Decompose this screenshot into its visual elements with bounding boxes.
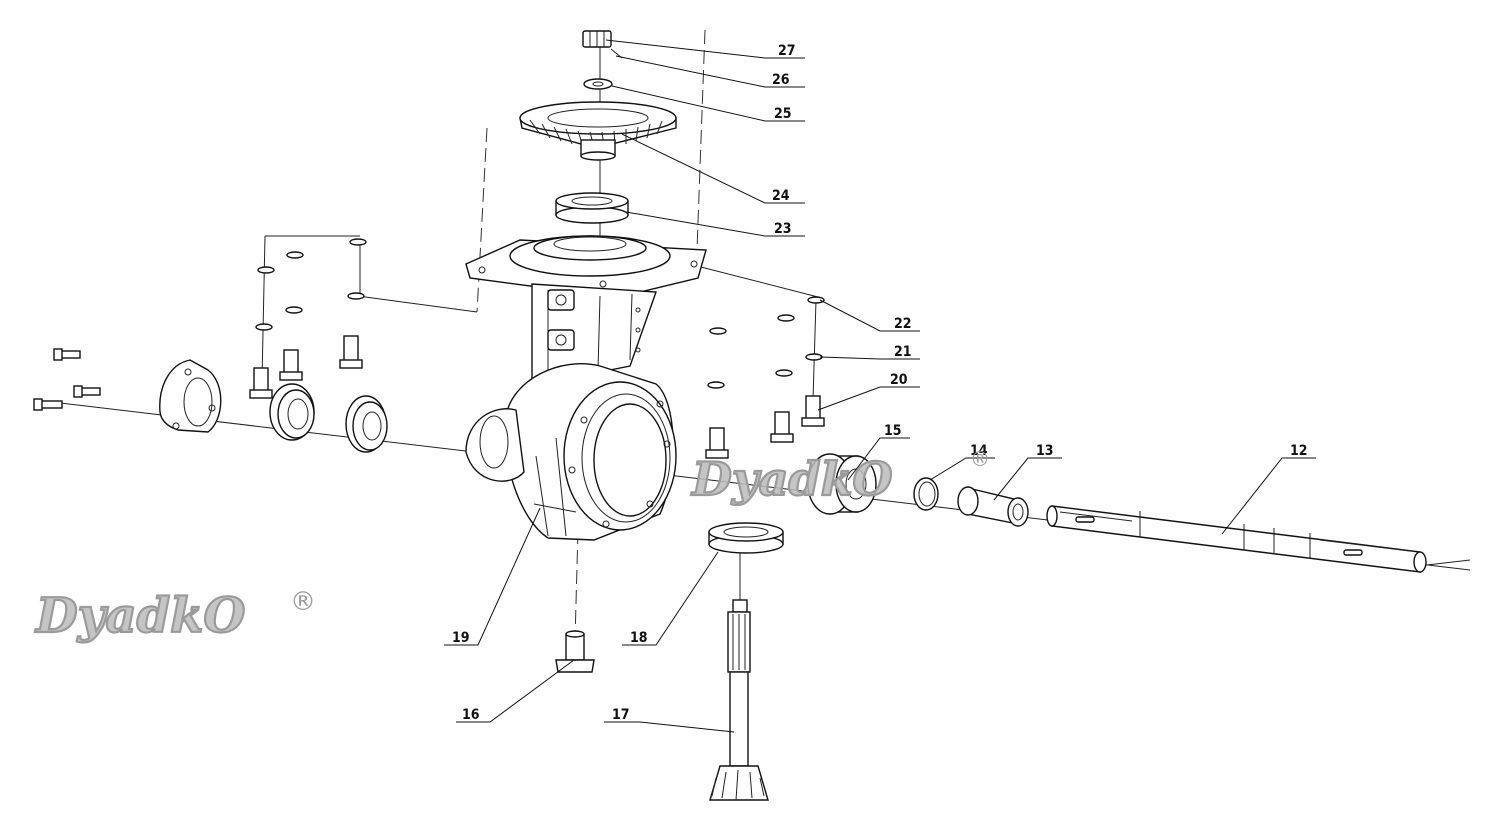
callout-labels: 27 26 25 24 23 22 21 20 15 14 13 12 19 1…	[452, 43, 1308, 723]
svg-text:DyadkO: DyadkO	[690, 452, 893, 506]
svg-text:DyadkO: DyadkO	[34, 588, 245, 644]
callout-24: 24	[772, 188, 790, 204]
output-shaft-12	[1046, 505, 1427, 573]
callout-16: 16	[462, 707, 480, 723]
spacer-sleeve-13	[957, 486, 1029, 527]
callout-15: 15	[884, 423, 902, 439]
castle-nut	[582, 30, 612, 48]
gearbox-housing	[465, 235, 707, 541]
svg-text:®: ®	[290, 587, 316, 617]
top-bearing	[555, 192, 629, 224]
bottom-bearing-18	[708, 522, 784, 554]
svg-text:DyadkO: DyadkO	[34, 588, 245, 644]
callout-25: 25	[774, 106, 792, 122]
callout-21: 21	[894, 344, 912, 360]
callout-27: 27	[778, 43, 796, 59]
svg-text:DyadkO: DyadkO	[690, 452, 893, 506]
callout-18: 18	[630, 630, 648, 646]
callout-22: 22	[894, 316, 912, 332]
washer-25	[583, 78, 613, 90]
callout-23: 23	[774, 221, 792, 237]
left-cover-plate	[159, 359, 222, 433]
brand-watermark-left: DyadkO DyadkO ®	[33, 587, 316, 645]
bevel-gear	[519, 101, 677, 161]
callout-26: 26	[772, 72, 790, 88]
callout-20: 20	[890, 372, 908, 388]
drain-plug-16	[555, 630, 595, 673]
svg-text:®: ®	[970, 447, 990, 471]
pinion-shaft-17	[709, 599, 769, 801]
callout-17: 17	[612, 707, 630, 723]
fastener-set	[33, 238, 825, 459]
leader-lines	[444, 39, 1316, 733]
left-seal-bearing	[269, 383, 315, 441]
bearing-15	[807, 453, 877, 515]
snap-ring-14	[913, 477, 939, 511]
callout-13: 13	[1036, 443, 1054, 459]
callout-19: 19	[452, 630, 470, 646]
callout-12: 12	[1290, 443, 1308, 459]
callout-14: 14	[970, 443, 988, 459]
left-bearing	[345, 395, 388, 453]
brand-watermark-center: DyadkO DyadkO ®	[689, 447, 990, 507]
